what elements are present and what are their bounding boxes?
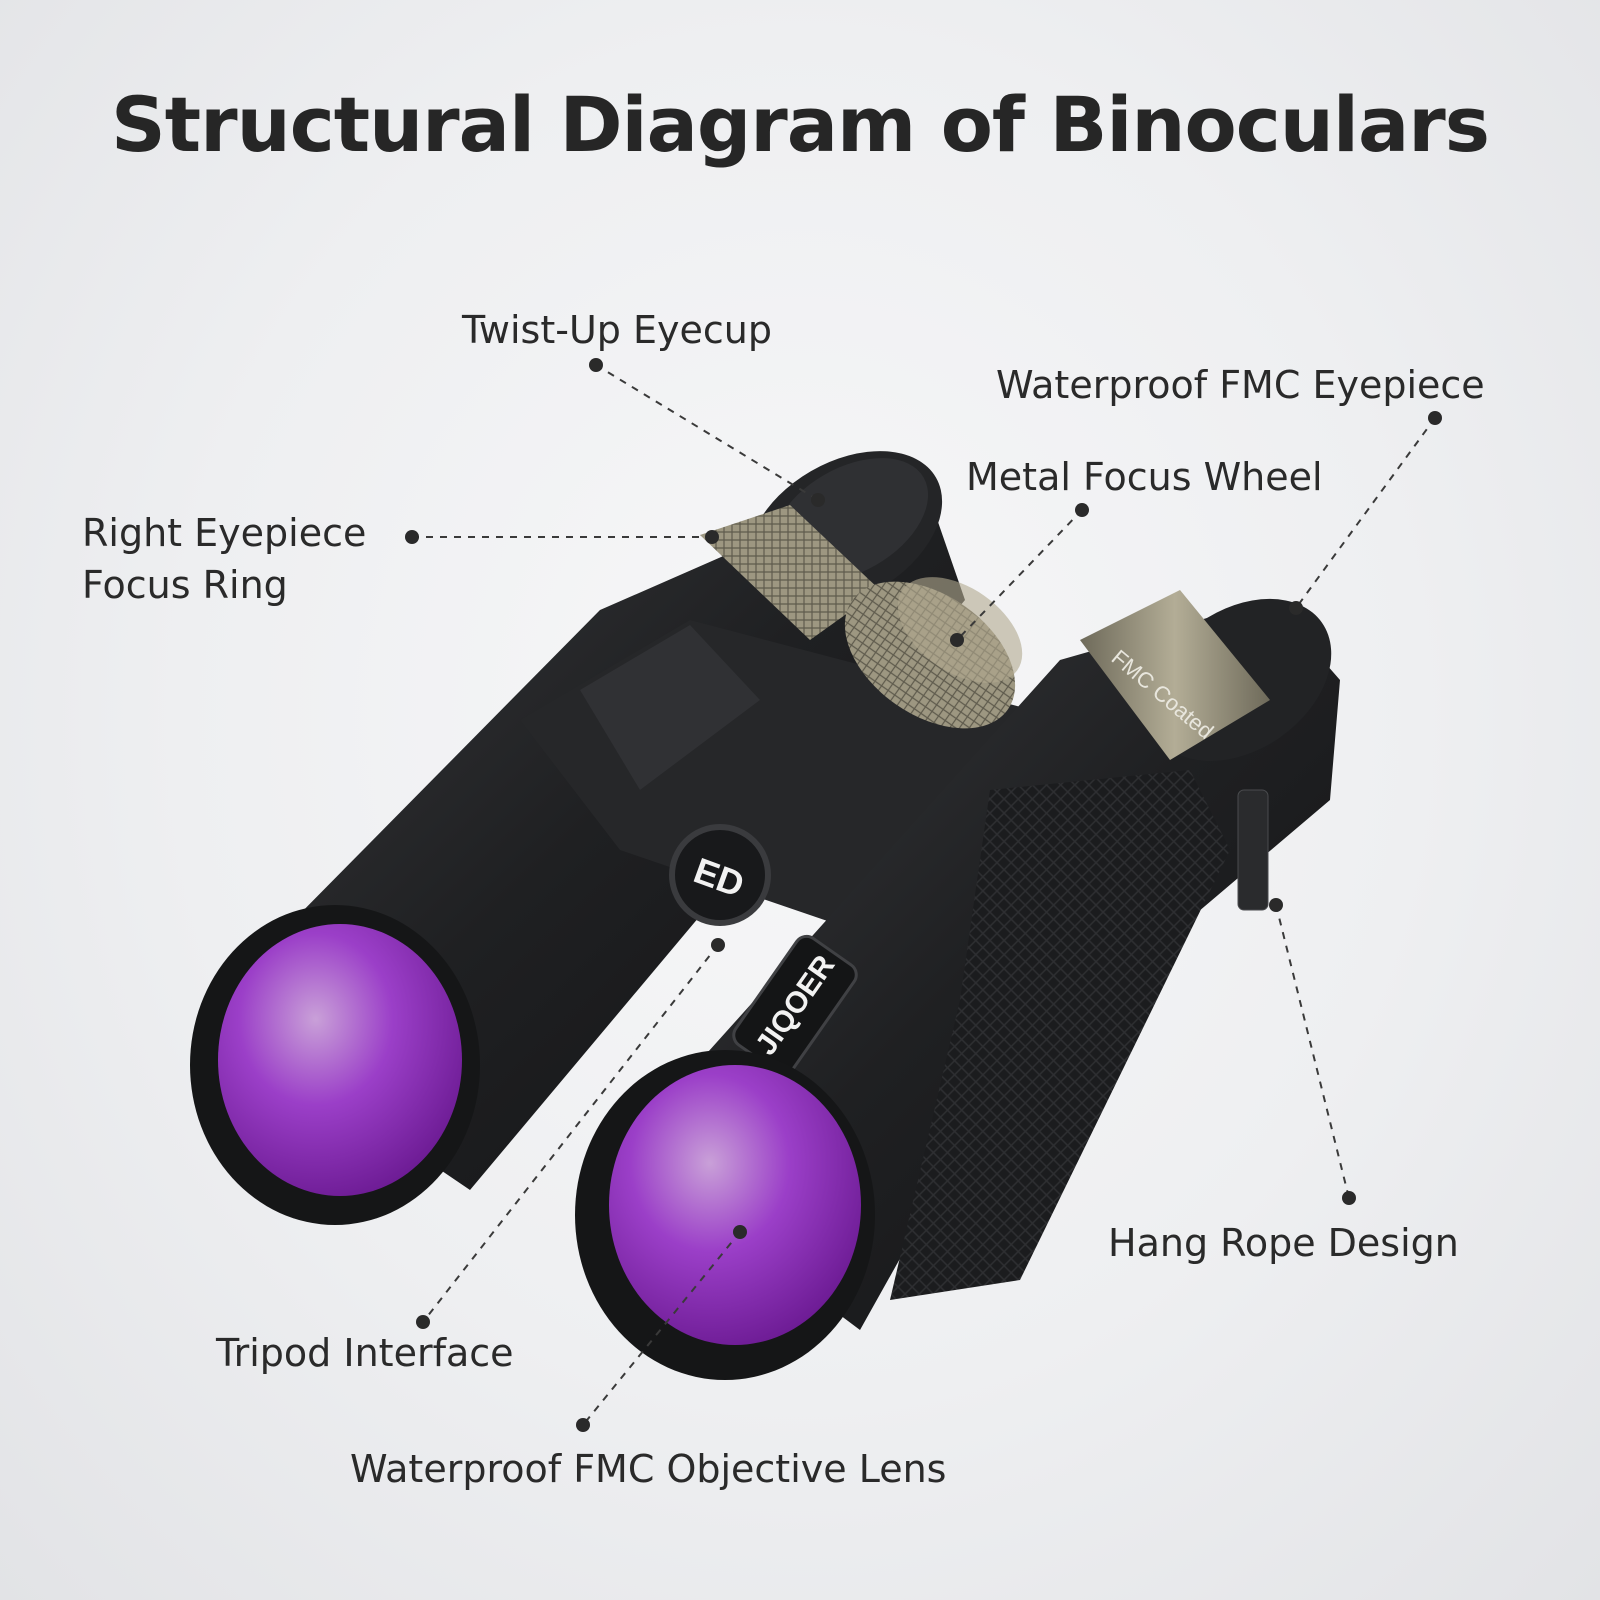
eyepiece-coating-band: [1080, 590, 1270, 760]
leader-dots: [405, 358, 1442, 1432]
label-hang-rope-design: Hang Rope Design: [1108, 1221, 1459, 1265]
leader-twist-up-eyecup: [595, 364, 819, 501]
right-eyepiece-focus-ring: [700, 505, 880, 640]
leader-focus-wheel: [956, 509, 1083, 641]
leader-tripod: [422, 944, 719, 1323]
left-objective-lens: [190, 905, 480, 1225]
textured-grip: [890, 770, 1230, 1300]
ed-badge: ED: [669, 824, 771, 926]
leader-eyepiece: [1295, 417, 1436, 609]
hang-rope-lug: [1237, 789, 1269, 911]
label-tripod-interface: Tripod Interface: [216, 1331, 514, 1375]
label-focus-ring-line2: Focus Ring: [82, 563, 288, 607]
right-objective-lens: [575, 1050, 875, 1380]
leader-lines: [412, 364, 1436, 1426]
label-metal-focus-wheel: Metal Focus Wheel: [966, 455, 1323, 499]
label-waterproof-fmc-eyepiece: Waterproof FMC Eyepiece: [996, 363, 1485, 407]
label-waterproof-fmc-objective-lens: Waterproof FMC Objective Lens: [350, 1447, 947, 1491]
label-right-eyepiece-line1: Right Eyepiece: [82, 511, 367, 555]
page-title: Structural Diagram of Binoculars: [111, 80, 1490, 169]
label-twist-up-eyecup: Twist-Up Eyecup: [462, 308, 772, 352]
leader-hang-rope: [1275, 904, 1350, 1199]
